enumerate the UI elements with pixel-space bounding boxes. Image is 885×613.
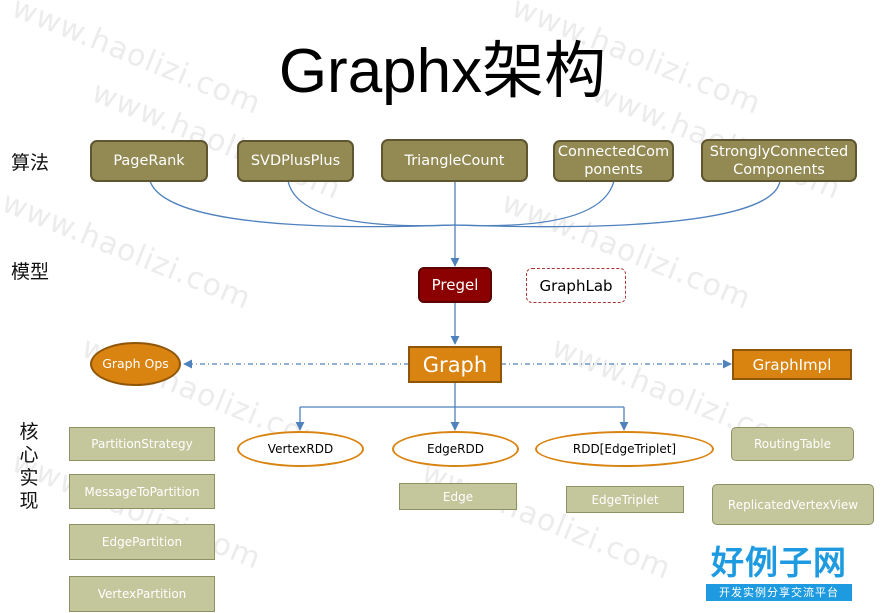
core-node-partitionstrategy: PartitionStrategy [69,427,215,461]
algo-node-connectedcomponents: ConnectedComponents [553,140,674,182]
algo-node-stronglyconnectedcomponents: StronglyConnectedComponents [701,139,857,182]
graph-ops-node: Graph Ops [90,342,181,386]
algo-node-pagerank: PageRank [90,140,208,182]
connector-connectedcomponents-pregel [454,180,615,227]
core-node-edgepartition: EdgePartition [69,524,215,560]
connector-pagerank-pregel [149,180,456,228]
logo-main-text: 好例子网 [711,543,847,582]
graph-impl-node: GraphImpl [732,349,852,380]
core-node-vertexpartition: VertexPartition [69,576,215,612]
row-label-models: 模型 [11,261,50,283]
model-node-pregel: Pregel [418,267,492,303]
core-node-edge: Edge [399,483,517,510]
core-node-edgerdd: EdgeRDD [392,431,519,467]
row-label-algorithms: 算法 [11,152,50,174]
model-node-graphlab: GraphLab [526,268,626,303]
core-node-messagetopartition: MessageToPartition [69,474,215,509]
graph-node: Graph [408,346,502,383]
core-node-rdd-edgetriplet: RDD[EdgeTriplet] [535,431,714,467]
core-node-edgetriplet: EdgeTriplet [566,486,684,513]
page-title: Graphx架构 [278,37,607,106]
core-node-vertexrdd: VertexRDD [237,431,364,467]
core-node-replicatedvertexview: ReplicatedVertexView [712,484,874,525]
site-logo: 好例子网 开发实例分享交流平台 [706,544,852,601]
algo-node-svdplusplus: SVDPlusPlus [237,140,354,182]
core-node-routingtable: RoutingTable [731,427,854,461]
row-label-core: 核心实现 [19,421,39,512]
logo-subtitle: 开发实例分享交流平台 [706,584,852,601]
algo-node-trianglecount: TriangleCount [381,139,528,182]
connector-svdplusplus-pregel [287,180,456,227]
connector-stronglyconnected-pregel [454,180,781,228]
